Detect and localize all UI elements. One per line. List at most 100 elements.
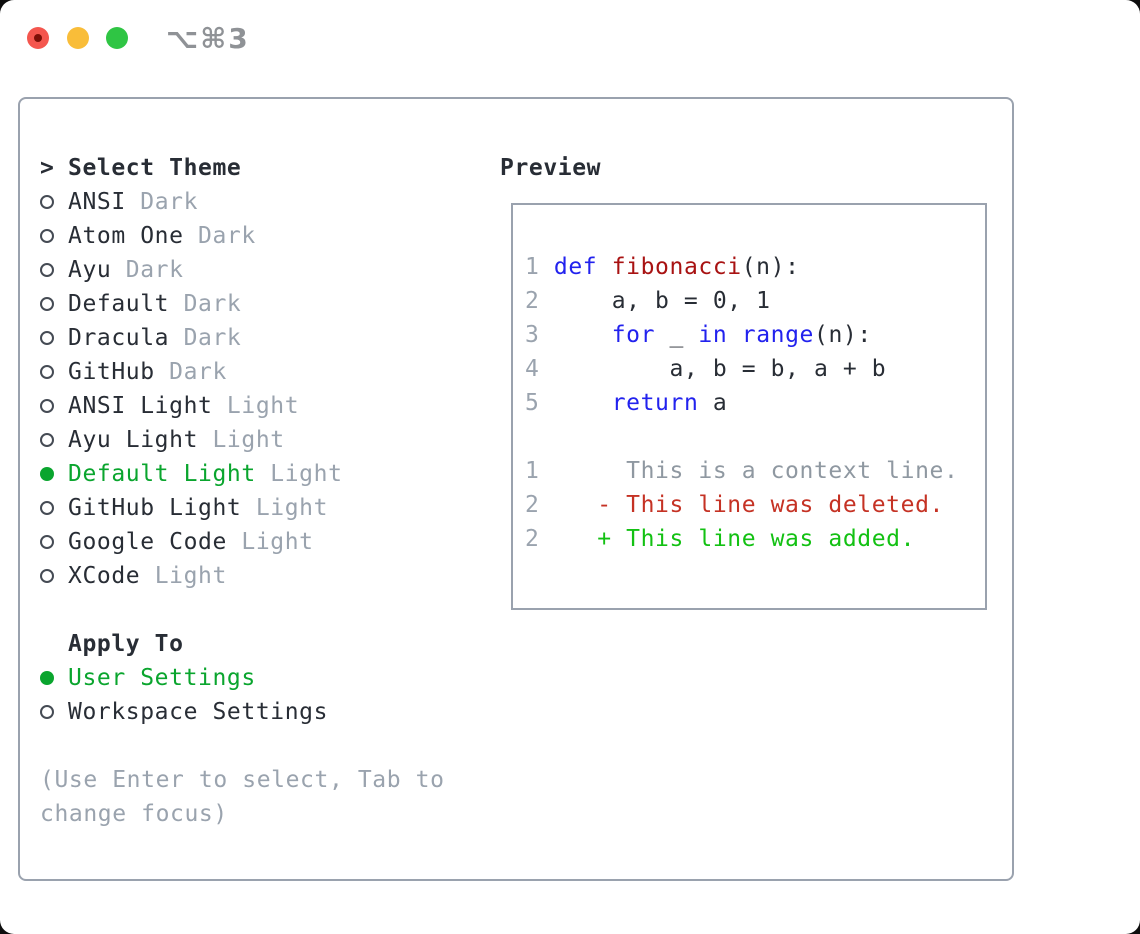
theme-name: Default Light bbox=[68, 461, 256, 487]
radio-icon bbox=[40, 399, 54, 413]
theme-option[interactable]: ANSI Light Light bbox=[40, 389, 299, 423]
theme-variant: Dark bbox=[154, 359, 227, 385]
code-segment: a, b = 0, 1 bbox=[539, 288, 771, 314]
code-line: 2 a, b = 0, 1 bbox=[525, 284, 958, 318]
close-button[interactable] bbox=[27, 27, 49, 49]
record-dot-icon bbox=[34, 34, 42, 42]
radio-icon bbox=[40, 195, 54, 209]
minimize-button[interactable] bbox=[67, 27, 89, 49]
code-line bbox=[525, 420, 958, 454]
hint-line: change focus) bbox=[40, 801, 228, 827]
apply-option[interactable]: User Settings bbox=[40, 661, 256, 695]
theme-name: ANSI bbox=[68, 189, 126, 215]
radio-selected-icon bbox=[40, 671, 54, 685]
radio-icon bbox=[40, 569, 54, 583]
theme-variant: Light bbox=[198, 427, 285, 453]
radio-icon bbox=[40, 433, 54, 447]
radio-selected-icon bbox=[40, 467, 54, 481]
theme-option[interactable]: Google Code Light bbox=[40, 525, 314, 559]
code-segment: in bbox=[698, 322, 728, 348]
preview-title: Preview bbox=[500, 155, 602, 181]
code-segment: def bbox=[553, 254, 598, 280]
code-segment: + This line was added. bbox=[539, 526, 916, 552]
theme-name: Atom One bbox=[68, 223, 184, 249]
titlebar: ⌥⌘3 bbox=[0, 0, 1140, 76]
radio-icon bbox=[40, 365, 54, 379]
hint-line: (Use Enter to select, Tab to bbox=[40, 767, 445, 793]
theme-name: Google Code bbox=[68, 529, 227, 555]
theme-option[interactable]: GitHub Light Light bbox=[40, 491, 328, 525]
code-segment bbox=[539, 322, 611, 348]
apply-option[interactable]: Workspace Settings bbox=[40, 695, 328, 729]
theme-variant: Dark bbox=[111, 257, 184, 283]
code-segment: for bbox=[611, 322, 656, 348]
code-segment: 1 bbox=[525, 254, 554, 280]
theme-name: Ayu bbox=[68, 257, 112, 283]
apply-to-header: Apply To bbox=[40, 627, 184, 661]
radio-icon bbox=[40, 501, 54, 515]
code-segment: a, b = b, a + b bbox=[539, 356, 887, 382]
code-line: 1 This is a context line. bbox=[525, 454, 958, 488]
code-segment: This is a context line. bbox=[539, 458, 959, 484]
code-line: 2 + This line was added. bbox=[525, 522, 958, 556]
section-title: Apply To bbox=[68, 631, 184, 657]
radio-icon bbox=[40, 263, 54, 277]
code-line: 3 for _ in range(n): bbox=[525, 318, 958, 352]
code-segment: (n): bbox=[814, 322, 872, 348]
radio-icon bbox=[40, 331, 54, 345]
theme-variant: Light bbox=[241, 495, 329, 521]
theme-variant: Light bbox=[226, 529, 314, 555]
theme-option[interactable]: Dracula Dark bbox=[40, 321, 241, 355]
radio-icon bbox=[40, 229, 54, 243]
code-segment: 4 bbox=[525, 356, 540, 382]
code-segment: 2 bbox=[525, 288, 540, 314]
theme-name: Dracula bbox=[68, 325, 170, 351]
code-segment: fibonacci bbox=[611, 254, 742, 280]
code-segment: 2 bbox=[525, 526, 540, 552]
apply-option-label: User Settings bbox=[68, 665, 256, 691]
code-line: 5 return a bbox=[525, 386, 958, 420]
theme-option[interactable]: Default Light Light bbox=[40, 457, 343, 491]
section-title: Select Theme bbox=[68, 155, 242, 181]
theme-option[interactable]: Atom One Dark bbox=[40, 219, 256, 253]
theme-option[interactable]: Ayu Dark bbox=[40, 253, 184, 287]
code-segment: - This line was deleted. bbox=[539, 492, 944, 518]
code-segment: _ bbox=[655, 322, 699, 348]
theme-name: GitHub bbox=[68, 359, 155, 385]
code-segment: 5 bbox=[525, 390, 540, 416]
theme-option[interactable]: ANSI Dark bbox=[40, 185, 198, 219]
theme-option[interactable]: Ayu Light Light bbox=[40, 423, 285, 457]
radio-icon bbox=[40, 535, 54, 549]
theme-variant: Light bbox=[255, 461, 343, 487]
code-segment bbox=[539, 390, 611, 416]
focus-cursor-icon: > bbox=[40, 155, 55, 181]
apply-option-label: Workspace Settings bbox=[68, 699, 329, 725]
theme-name: GitHub Light bbox=[68, 495, 242, 521]
window-shortcut-label: ⌥⌘3 bbox=[166, 22, 250, 55]
code-segment: 1 bbox=[525, 458, 540, 484]
theme-option[interactable]: XCode Light bbox=[40, 559, 227, 593]
code-segment: return bbox=[611, 390, 699, 416]
code-segment: 3 bbox=[525, 322, 540, 348]
theme-variant: Light bbox=[212, 393, 300, 419]
theme-variant: Dark bbox=[183, 223, 256, 249]
keyboard-hint: (Use Enter to select, Tab to change focus… bbox=[40, 763, 445, 831]
code-line: 1 def fibonacci(n): bbox=[525, 250, 958, 284]
theme-option[interactable]: GitHub Dark bbox=[40, 355, 227, 389]
theme-variant: Dark bbox=[125, 189, 199, 215]
theme-name: ANSI Light bbox=[68, 393, 213, 419]
code-segment: range bbox=[741, 322, 814, 348]
radio-icon bbox=[40, 705, 54, 719]
radio-icon bbox=[40, 297, 54, 311]
select-theme-header: > Select Theme bbox=[40, 151, 241, 185]
maximize-button[interactable] bbox=[106, 27, 128, 49]
theme-variant: Dark bbox=[169, 291, 242, 317]
theme-name: XCode bbox=[68, 563, 141, 589]
theme-option[interactable]: Default Dark bbox=[40, 287, 241, 321]
theme-variant: Dark bbox=[169, 325, 242, 351]
code-segment: a bbox=[698, 390, 728, 416]
